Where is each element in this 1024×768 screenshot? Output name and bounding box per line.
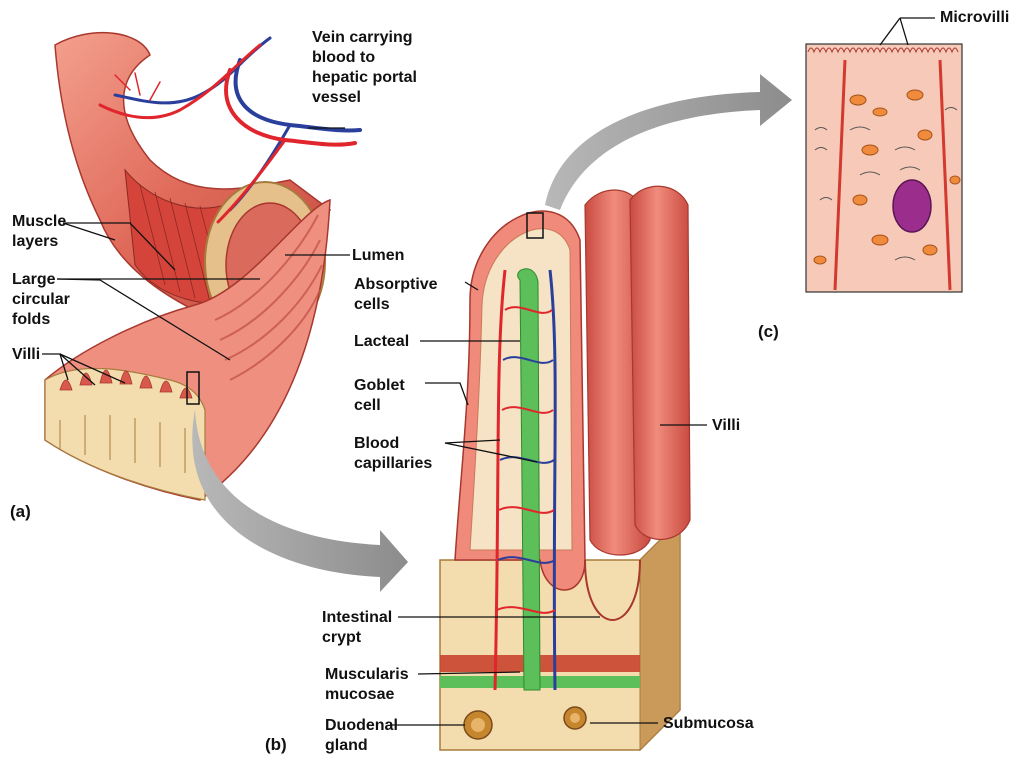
muscle-layers-label: Muscle layers [12, 213, 67, 250]
panel-c-label: (c) [758, 322, 779, 341]
vein-label: Vein carrying blood to hepatic portal ve… [312, 29, 417, 106]
villi-b-label: Villi [712, 417, 741, 434]
intestine-tube [44, 32, 332, 501]
absorptive-cells-label: Absorptive cells [354, 276, 438, 313]
leader-lines [42, 17, 935, 726]
microvilli-label: Microvilli [940, 9, 1010, 26]
muscularis-mucosae-label: Muscularis mucosae [325, 666, 409, 703]
mesenteric-vessels [98, 36, 362, 224]
blood-capillaries-label: Blood capillaries [354, 435, 433, 472]
panel-b-label: (b) [265, 735, 287, 754]
panel-a-label: (a) [10, 502, 31, 521]
goblet-cell-label: Goblet cell [354, 377, 405, 414]
lumen-label: Lumen [352, 247, 405, 264]
submucosa-label: Submucosa [663, 715, 754, 732]
villus-block [439, 185, 691, 752]
absorptive-cell-detail [805, 43, 963, 293]
intestinal-crypt-label: Intestinal crypt [322, 609, 393, 646]
duodenal-gland-label: Duodenal gland [325, 717, 398, 754]
magnify-arrows [192, 74, 792, 592]
villi-a-label: Villi [12, 346, 41, 363]
large-circular-folds-label: Large circular folds [12, 271, 70, 328]
lacteal-label: Lacteal [354, 333, 410, 350]
